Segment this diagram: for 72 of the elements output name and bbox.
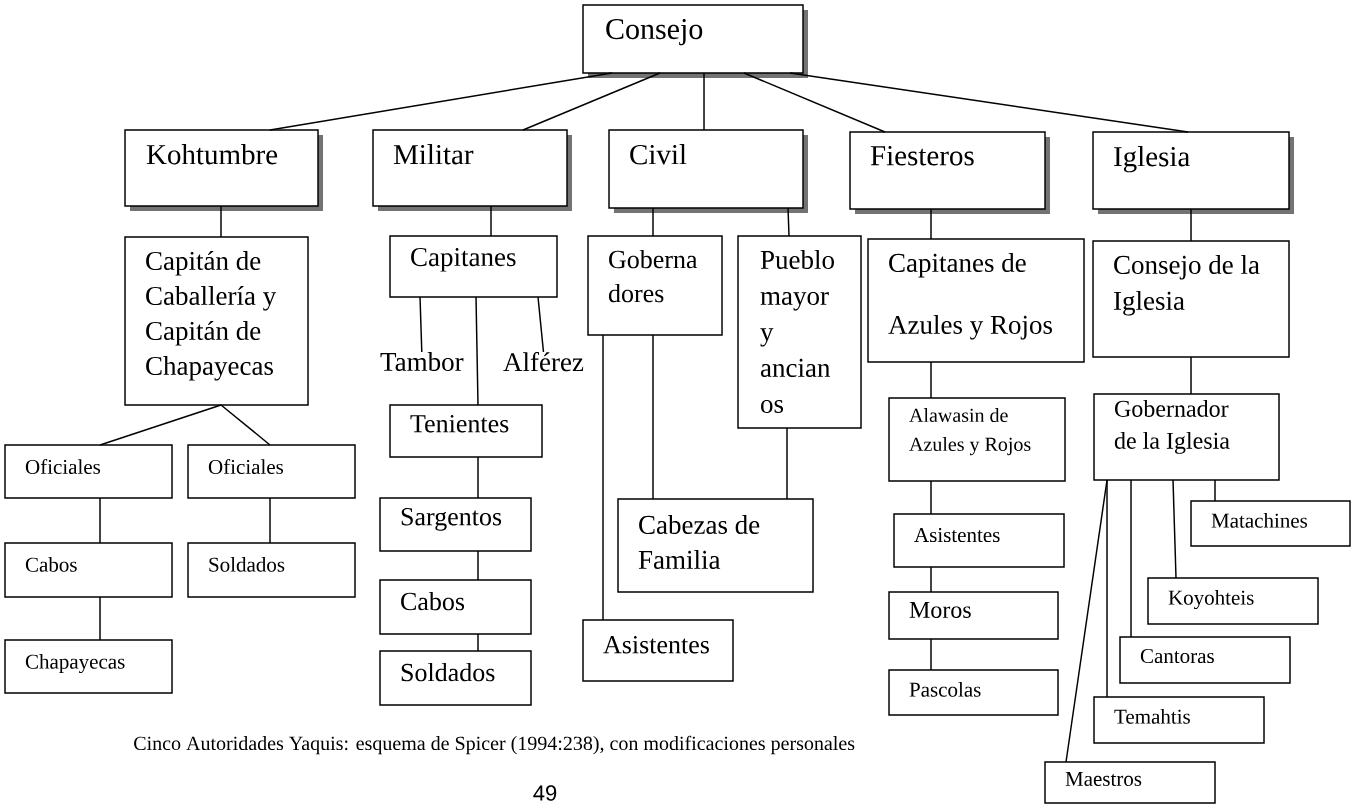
connector-line [703,72,705,131]
connector-line [220,205,222,238]
connector-line [652,207,654,237]
role-label: Alférez [503,352,584,372]
connector-line [477,456,479,499]
connector-line [789,72,1189,133]
role-label: Tambor [380,352,464,371]
connector-line [602,334,604,621]
connector-line [537,296,545,353]
connector-line [1106,479,1108,698]
org-box: Militar [372,129,572,211]
org-box: Asistentes [893,513,1065,568]
org-box: Matachines [1190,500,1351,547]
connector-line [1190,208,1192,242]
org-box: Moros [888,591,1059,640]
org-box: Civil [608,129,808,213]
org-box: Consejo [582,4,808,78]
connector-line [930,361,932,399]
org-box: Asistentes [582,619,734,682]
org-box: Chapayecas [4,639,173,694]
org-box: Oficiales [4,444,173,499]
connector-line [269,497,271,544]
org-box: Capitán de Caballería y Capitán de Chapayecas [124,236,309,406]
org-box: Alawasin de Azules y Rojos [888,397,1066,482]
connector-line [1065,479,1108,763]
page-number: 49 [533,785,557,801]
org-box: Soldados [187,542,356,598]
connector-line [930,638,932,671]
org-box: Tenientes [389,404,543,458]
org-box: Kohtumbre [124,129,323,211]
org-box: Oficiales [187,444,356,499]
connector-line [930,480,932,515]
org-box: Goberna dores [587,235,723,336]
org-box: Cabezas de Familia [617,498,814,593]
org-box: Cabos [4,542,173,598]
connector-line [930,566,932,593]
org-box: Fiesteros [849,131,1050,214]
org-box: Iglesia [1092,131,1294,214]
caption: Cinco Autoridades Yaquis: esquema de Spicer (1994:238), con modificaciones personales [134,735,855,755]
connector-line [419,296,423,353]
org-box: Temahtis [1093,696,1265,744]
org-box: Cantoras [1119,636,1291,684]
connector-line [99,497,101,544]
org-box: Sargentos [379,497,532,552]
org-box: Soldados [379,650,532,706]
org-box: Cabos [379,579,532,635]
connector-line [1130,479,1132,638]
connector-line [477,633,479,652]
connector-line [490,205,492,237]
connector-line [99,596,101,641]
connector-line [1172,479,1177,579]
org-box: Capitanes [389,235,558,298]
connector-line [1214,479,1216,502]
org-box: Pascolas [888,669,1059,716]
connector-line [787,207,790,237]
org-box: Pueblo mayor y ancian os [737,235,862,429]
connector-line [220,404,271,446]
org-box: Gobernador de la Iglesia [1093,393,1280,481]
connector-line [269,72,613,131]
connector-line [930,208,932,240]
connector-line [743,72,886,133]
connector-line [522,72,661,131]
org-box: Maestros [1044,761,1216,804]
org-box: Capitanes de Azules y Rojos [867,238,1085,363]
org-box: Consejo de la Iglesia [1092,240,1290,358]
connector-line [477,550,479,581]
connector-line [786,427,788,500]
connector-line [475,296,479,406]
org-box: Koyohteis [1147,577,1319,625]
connector-line [652,334,654,500]
connector-line [99,404,222,446]
connector-line [1190,356,1192,395]
